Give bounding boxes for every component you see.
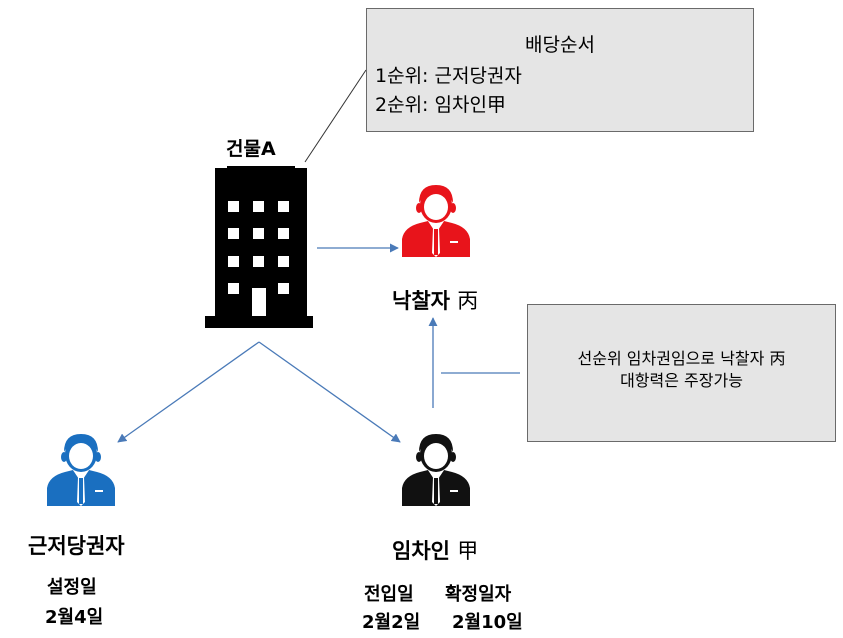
distribution-order-box: 배당순서 1순위: 근저당권자 2순위: 임차인甲	[366, 8, 754, 132]
note-line-1: 선순위 임차권임으로 낙찰자 丙	[577, 349, 786, 368]
arrow-building-to-tenant	[258, 341, 401, 443]
tenant-move-in-label: 전입일	[364, 584, 414, 605]
tenant-fixed-date-label: 확정일자	[445, 584, 512, 605]
note-box: 선순위 임차권임으로 낙찰자 丙 대항력은 주장가능	[527, 304, 836, 442]
arrow-building-to-mortgagee	[117, 341, 260, 443]
tenant-label: 임차인 甲	[392, 535, 478, 565]
note-line-2: 대항력은 주장가능	[620, 371, 743, 390]
mortgagee-date: 2월4일	[45, 607, 104, 628]
mortgagee-label: 근저당권자	[28, 534, 125, 558]
tenant-suffix: 甲	[457, 539, 479, 563]
mortgagee-person-icon	[47, 434, 115, 506]
buyer-name: 낙찰자	[392, 289, 450, 313]
tenant-fixed-date: 2월10일	[452, 612, 523, 633]
distribution-order-line-1: 1순위: 근저당권자	[375, 65, 522, 87]
building-icon	[205, 166, 313, 328]
tenant-name: 임차인	[392, 539, 450, 563]
tenant-person-icon	[402, 434, 470, 506]
callout-line	[304, 69, 367, 163]
buyer-label: 낙찰자 丙	[392, 285, 478, 315]
tenant-move-in-date: 2월2일	[362, 612, 421, 633]
distribution-order-title: 배당순서	[525, 34, 595, 56]
building-label: 건물A	[226, 138, 276, 160]
buyer-suffix: 丙	[457, 289, 479, 313]
distribution-order-line-2: 2순위: 임차인甲	[375, 94, 506, 116]
buyer-person-icon	[402, 185, 470, 257]
mortgagee-date-label: 설정일	[47, 577, 97, 598]
